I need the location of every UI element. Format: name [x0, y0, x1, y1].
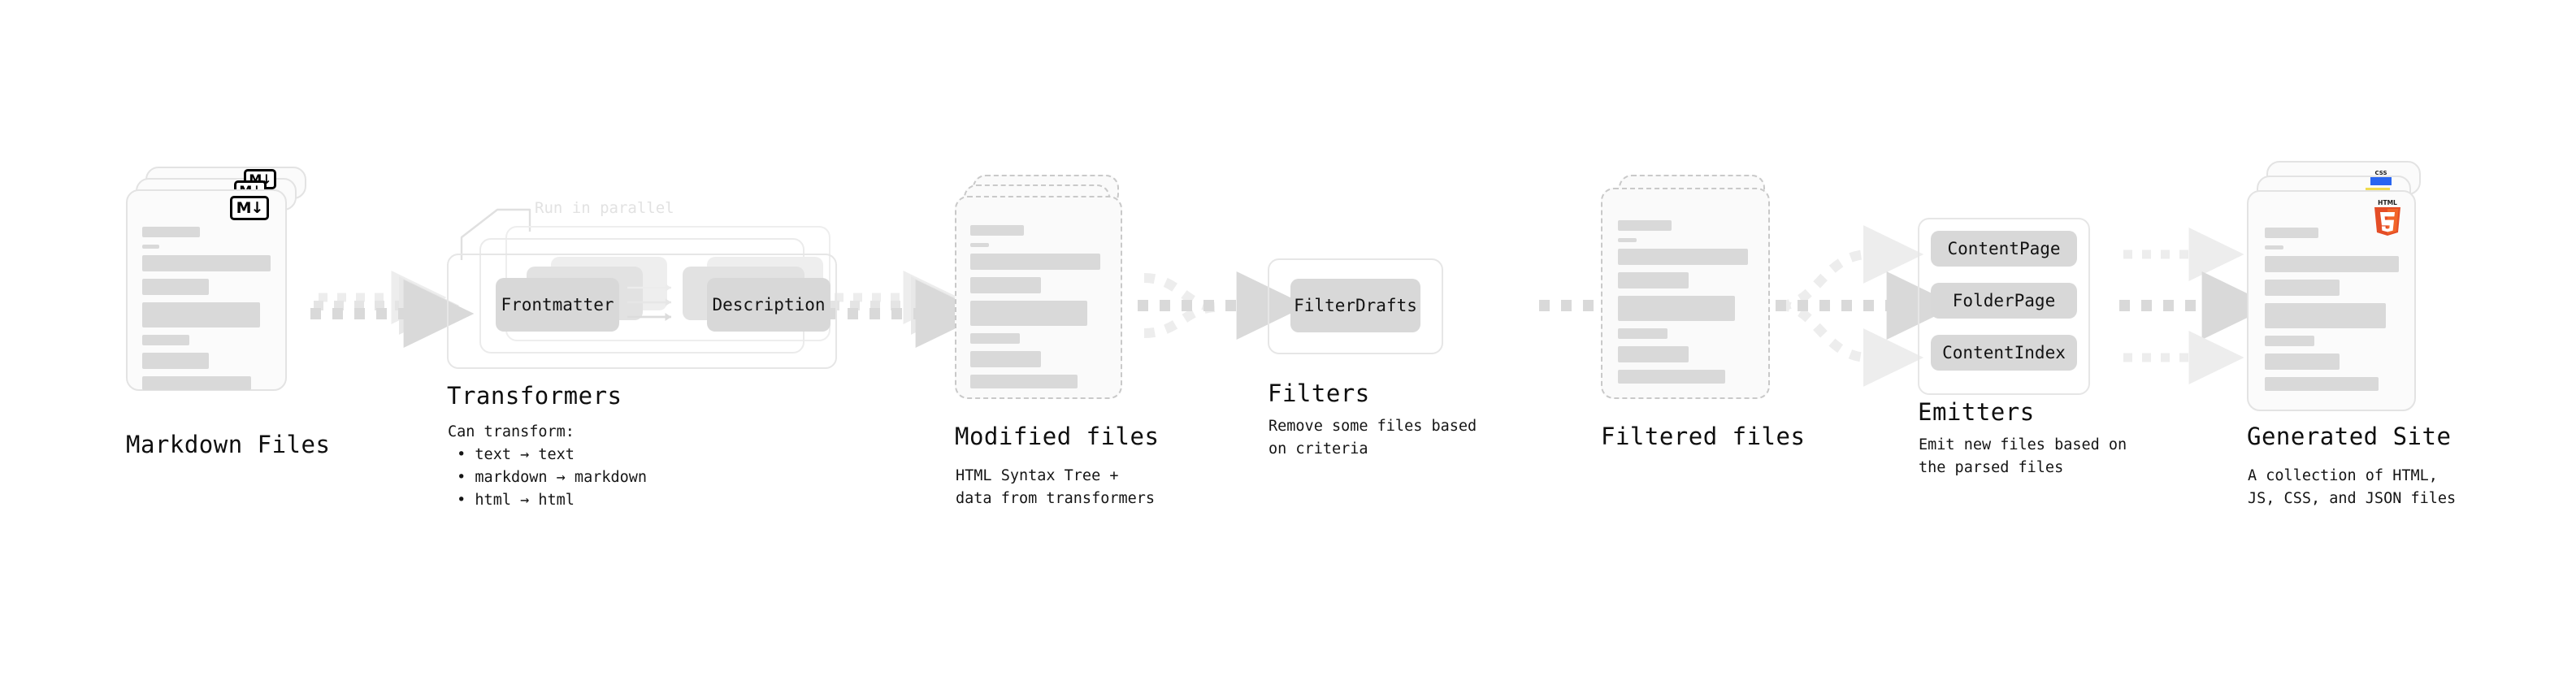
doc-line — [970, 375, 1078, 388]
chip-contentpage[interactable]: ContentPage — [1931, 231, 2077, 267]
doc-line — [1618, 238, 1637, 242]
doc-line — [1618, 346, 1689, 362]
doc-line — [2265, 280, 2340, 296]
doc-line — [1618, 328, 1668, 339]
chip-folderpage[interactable]: FolderPage — [1931, 283, 2077, 319]
run-in-parallel-bracket — [460, 208, 531, 260]
doc-line — [1618, 249, 1749, 265]
doc-line — [1618, 370, 1725, 384]
doc-line — [142, 353, 210, 369]
doc-line — [142, 227, 201, 237]
chip-frontmatter[interactable]: Frontmatter — [496, 278, 619, 332]
doc-line — [1618, 272, 1689, 288]
doc-line — [970, 277, 1042, 293]
doc-line — [2265, 336, 2315, 346]
stage-title-emitters: Emitters — [1918, 398, 2035, 426]
stage-subtitle-generated-site: A collection of HTML, JS, CSS, and JSON … — [2248, 467, 2457, 508]
stage-title-filtered-files: Filtered files — [1601, 423, 1806, 450]
doc-line — [142, 245, 159, 249]
doc-line — [970, 254, 1101, 270]
doc-line — [970, 333, 1021, 344]
stage-title-markdown-files: Markdown Files — [126, 431, 331, 458]
doc-line — [2265, 377, 2379, 391]
doc-line — [2265, 228, 2318, 238]
doc-line — [2265, 303, 2386, 328]
doc-line — [970, 225, 1024, 236]
stage-transformers: Frontmatter Frontmatter Description Desc… — [447, 226, 837, 369]
stage-generated-site: HTML — [2247, 161, 2434, 429]
stage-title-generated-site: Generated Site — [2247, 423, 2452, 450]
transformers-layer-front — [447, 254, 837, 369]
stage-title-filters: Filters — [1268, 380, 1370, 407]
doc-line — [2265, 354, 2340, 370]
doc-line — [142, 279, 210, 295]
stage-subtitle-filters: Remove some files based on criteria — [1268, 418, 1477, 458]
doc-content-lines — [2265, 228, 2399, 398]
doc-line — [1618, 220, 1672, 231]
connector-modified-to-filters — [1138, 271, 1308, 340]
chip-filterdrafts[interactable]: FilterDrafts — [1290, 279, 1420, 332]
svg-text:HTML: HTML — [2378, 199, 2397, 206]
stage-modified-files — [955, 175, 1142, 435]
stage-filters: FilterDrafts — [1268, 258, 1443, 354]
doc-line — [2265, 245, 2284, 249]
chip-contentindex[interactable]: ContentIndex — [1931, 335, 2077, 371]
stage-emitters: ContentPage FolderPage ContentIndex — [1918, 218, 2090, 395]
stage-title-modified-files: Modified files — [955, 423, 1160, 450]
connector-filtered-to-emitters — [1776, 225, 1958, 387]
stage-subtitle-modified-files: HTML Syntax Tree + data from transformer… — [956, 467, 1156, 508]
stage-subtitle-emitters: Emit new files based on the parsed files — [1919, 436, 2127, 477]
stage-markdown-files: M↓ M↓ M↓ — [126, 167, 313, 427]
doc-line — [970, 301, 1087, 326]
stage-filtered-files — [1601, 175, 1788, 435]
chip-description[interactable]: Description — [707, 278, 830, 332]
doc-content-lines — [970, 225, 1104, 396]
connector-md-to-transformers — [310, 271, 475, 348]
doc-line — [970, 243, 990, 247]
doc-line — [142, 376, 252, 390]
markdown-icon: M↓ — [230, 196, 269, 220]
connector-emitters-to-site — [2119, 228, 2273, 384]
doc-line — [1618, 296, 1735, 321]
doc-content-lines — [1618, 220, 1752, 391]
transformers-internal-arrows — [627, 284, 671, 321]
connector-transformers-to-modified — [826, 271, 987, 348]
run-in-parallel-label: Run in parallel — [535, 199, 674, 217]
doc-line — [142, 302, 261, 327]
filters-box — [1268, 258, 1443, 354]
stage-subtitle-transformers: Can transform: • text → text • markdown … — [448, 423, 648, 510]
doc-line — [2265, 256, 2399, 272]
doc-line — [142, 335, 190, 345]
doc-line — [970, 351, 1042, 367]
stage-title-transformers: Transformers — [447, 382, 622, 410]
css-icon — [2370, 170, 2392, 185]
html5-icon: HTML — [2374, 199, 2400, 236]
emitters-box — [1918, 218, 2090, 395]
doc-line — [142, 255, 271, 271]
doc-content-lines — [142, 227, 271, 397]
